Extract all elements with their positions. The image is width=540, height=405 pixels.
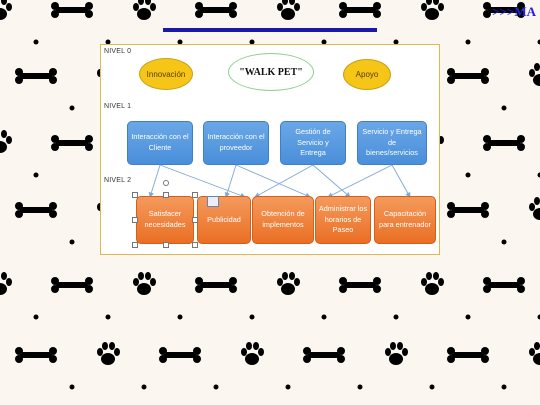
pattern-dot xyxy=(177,39,183,45)
provider-interaction-box[interactable]: Interacción con el proveedor xyxy=(203,121,269,165)
dog-bone-icon xyxy=(483,135,525,151)
pattern-dot xyxy=(69,384,75,390)
paw-print-icon xyxy=(385,342,408,365)
obtain-supplies-box[interactable]: Obtención de implementos xyxy=(252,196,314,244)
selection-handle[interactable] xyxy=(163,192,169,198)
title-underline-bar xyxy=(163,28,377,32)
goods-service-delivery-box[interactable]: Servicio y Entrega de bienes/servicios xyxy=(357,121,427,165)
innovation-oval: Innovación xyxy=(139,58,193,90)
pattern-dot xyxy=(177,314,183,320)
paw-print-icon xyxy=(529,342,540,365)
paw-print-icon xyxy=(529,197,540,220)
paw-print-icon xyxy=(133,272,156,295)
dog-bone-icon xyxy=(447,202,489,218)
pattern-dot xyxy=(465,314,471,320)
selection-handle[interactable] xyxy=(132,192,138,198)
selection-handle[interactable] xyxy=(192,217,198,223)
paw-print-icon xyxy=(277,272,300,295)
pattern-dot xyxy=(285,384,291,390)
pattern-dot xyxy=(105,314,111,320)
apoyo-oval: Apoyo xyxy=(343,59,391,90)
satisfy-needs-box[interactable]: Satisfacer necesidades xyxy=(136,196,194,244)
pattern-dot xyxy=(393,314,399,320)
pattern-dot xyxy=(249,39,255,45)
pattern-dot xyxy=(33,172,39,178)
pattern-dot xyxy=(69,105,75,111)
pattern-dot xyxy=(33,314,39,320)
client-interaction-box[interactable]: Interacción con el Cliente xyxy=(127,121,193,165)
selection-handle[interactable] xyxy=(132,242,138,248)
dog-bone-icon xyxy=(447,68,489,84)
dog-bone-icon xyxy=(15,202,57,218)
pattern-dot xyxy=(105,39,111,45)
rotate-handle[interactable] xyxy=(163,180,169,186)
paw-print-icon xyxy=(0,272,12,295)
pattern-dot xyxy=(537,39,540,45)
dog-bone-icon xyxy=(447,347,489,363)
dog-bone-icon xyxy=(51,2,93,18)
level-0-label: NIVEL 0 xyxy=(104,48,132,55)
pattern-dot xyxy=(393,39,399,45)
level-1-label: NIVEL 1 xyxy=(104,103,132,110)
advertising-box[interactable]: Publicidad xyxy=(197,196,251,244)
pattern-dot xyxy=(501,105,507,111)
pattern-dot xyxy=(537,314,540,320)
level-2-label: NIVEL 2 xyxy=(104,177,132,184)
walk-schedule-box[interactable]: Administrar los horarios de Paseo xyxy=(315,196,371,244)
pattern-dot xyxy=(321,314,327,320)
dog-bone-icon xyxy=(51,135,93,151)
pattern-dot xyxy=(33,39,39,45)
walk-pet-oval: "WALK PET" xyxy=(228,53,314,91)
dog-bone-icon xyxy=(15,68,57,84)
pattern-dot xyxy=(249,314,255,320)
paw-print-icon xyxy=(0,130,12,153)
service-management-box[interactable]: Gestión de Servicio y Entrega xyxy=(280,121,346,165)
pattern-dot xyxy=(429,384,435,390)
dog-bone-icon xyxy=(339,277,381,293)
paw-print-icon xyxy=(0,0,12,20)
dog-bone-icon xyxy=(15,347,57,363)
paw-print-icon xyxy=(529,63,540,86)
pattern-dot xyxy=(465,39,471,45)
paw-print-icon xyxy=(421,272,444,295)
dog-bone-icon xyxy=(195,277,237,293)
pattern-dot xyxy=(357,384,363,390)
selection-handle[interactable] xyxy=(192,242,198,248)
trainer-training-box[interactable]: Capacitación para entrenador xyxy=(374,196,436,244)
pattern-dot xyxy=(321,39,327,45)
pattern-dot xyxy=(501,239,507,245)
paw-print-icon xyxy=(97,342,120,365)
selection-handle[interactable] xyxy=(132,217,138,223)
paw-print-icon xyxy=(241,342,264,365)
dog-bone-icon xyxy=(159,347,201,363)
pattern-dot xyxy=(141,384,147,390)
paw-print-icon xyxy=(133,0,156,20)
pattern-dot xyxy=(537,172,540,178)
paw-print-icon xyxy=(421,0,444,20)
pattern-dot xyxy=(213,384,219,390)
corner-label: >>>MA xyxy=(492,4,536,19)
dog-bone-icon xyxy=(195,2,237,18)
dog-bone-icon xyxy=(303,347,345,363)
dog-bone-icon xyxy=(51,277,93,293)
selection-handle[interactable] xyxy=(163,242,169,248)
pattern-dot xyxy=(501,384,507,390)
dog-bone-icon xyxy=(483,277,525,293)
selection-handle[interactable] xyxy=(192,192,198,198)
dog-bone-icon xyxy=(339,2,381,18)
paw-print-icon xyxy=(277,0,300,20)
pattern-dot xyxy=(69,239,75,245)
pattern-dot xyxy=(465,172,471,178)
image-placeholder-icon xyxy=(207,196,219,207)
